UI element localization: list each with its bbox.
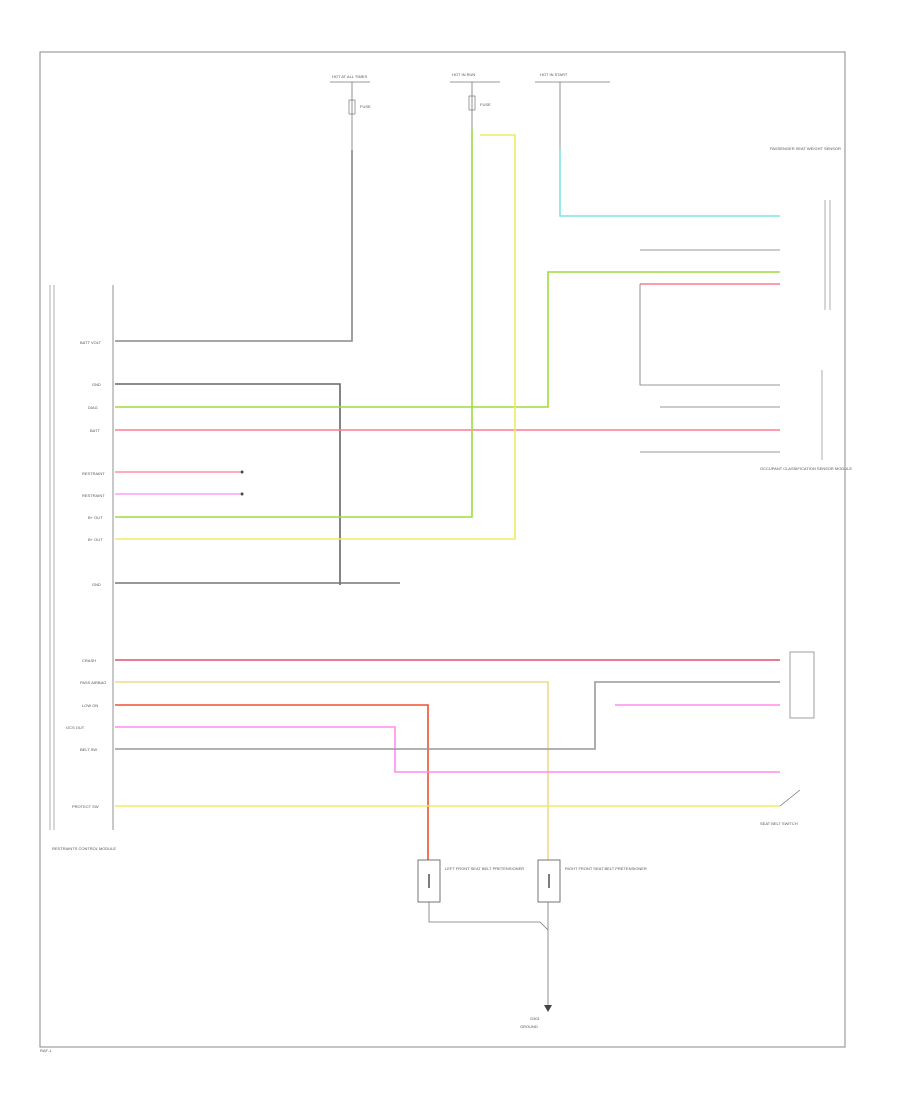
occupant-classification-connector: OCCUPANT CLASSIFICATION SENSOR MODULE (760, 370, 852, 471)
ground-wire (428, 902, 549, 1005)
hot-in-run-label: HOT IN RUN (452, 72, 475, 77)
pin-label: DIAG (88, 405, 98, 410)
ground-symbol: G301 GROUND (520, 1005, 552, 1029)
wire-bplus-out-1 (115, 130, 473, 518)
hot-at-all-times-label: HOT AT ALL TIMES (332, 74, 367, 79)
wire-right-1 (639, 284, 780, 386)
crash-connector (789, 651, 815, 719)
pin-label: PASS AIRBAG (80, 680, 106, 685)
right-pretensioner: RIGHT FRONT SEAT BELT PRETENSIONER (537, 859, 647, 903)
left-pretensioner-label: LEFT FRONT SEAT BELT PRETENSIONER (445, 866, 524, 871)
pin-label: BATT VOLT (80, 340, 102, 345)
pin-label: LOW ON (82, 703, 98, 708)
seat-belt-switch-connector: SEAT BELT SWITCH (760, 789, 801, 826)
pin-label: OCS OUT (66, 725, 85, 730)
wire-belt-sw (115, 681, 780, 750)
wire-light-blue (559, 150, 780, 217)
occupant-classification-label: OCCUPANT CLASSIFICATION SENSOR MODULE (760, 466, 852, 471)
fuse-a-label: FUSE (360, 104, 371, 109)
wire-batt-volt (115, 150, 353, 342)
pin-label: PROTECT SW (72, 804, 99, 809)
pin-label: BELT SW (80, 747, 97, 752)
fuse-feed-2: HOT IN RUN FUSE (450, 72, 500, 130)
left-pretensioner: LEFT FRONT SEAT BELT PRETENSIONER (417, 859, 524, 903)
pin-label: CRASH (82, 658, 96, 663)
pin-label: RESTRAINT (82, 493, 105, 498)
right-pretensioner-label: RIGHT FRONT SEAT BELT PRETENSIONER (565, 866, 647, 871)
wire-diag (115, 271, 780, 408)
diagram-frame (39, 51, 846, 1048)
module-pin-labels: BATT VOLT GND DIAG BATT RESTRAINT RESTRA… (66, 340, 106, 809)
pin-label: RESTRAINT (82, 471, 105, 476)
fuse-b-label: FUSE (480, 102, 491, 107)
fuse-feed-1: HOT AT ALL TIMES FUSE (330, 74, 371, 340)
feed-3: HOT IN START (535, 72, 610, 150)
restraint-pins (115, 470, 244, 496)
footer-code: RAF-1 (40, 1048, 52, 1053)
module-name: RESTRAINTS CONTROL MODULE (52, 846, 116, 851)
hot-in-start-label: HOT IN START (540, 72, 568, 77)
wire-pass-airbag (115, 681, 549, 860)
wire-bplus-out-2 (115, 134, 516, 540)
pin-label: GND (92, 382, 101, 387)
ground-label: GROUND (520, 1024, 538, 1029)
wire-gnd-1 (115, 383, 341, 585)
seat-belt-switch-label: SEAT BELT SWITCH (760, 821, 798, 826)
pin-label: B+ OUT (88, 515, 103, 520)
passenger-seat-sensor-label: PASSENGER SEAT WEIGHT SENSOR (770, 146, 841, 151)
pin-label: GND (92, 582, 101, 587)
pin-label: BATT (90, 428, 100, 433)
restraints-control-module: RESTRAINTS CONTROL MODULE (49, 285, 116, 851)
pin-label: B+ OUT (88, 537, 103, 542)
ground-id: G301 (530, 1016, 541, 1021)
wire-low-on (115, 704, 429, 860)
passenger-seat-sensor-connector: PASSENGER SEAT WEIGHT SENSOR (770, 146, 841, 310)
